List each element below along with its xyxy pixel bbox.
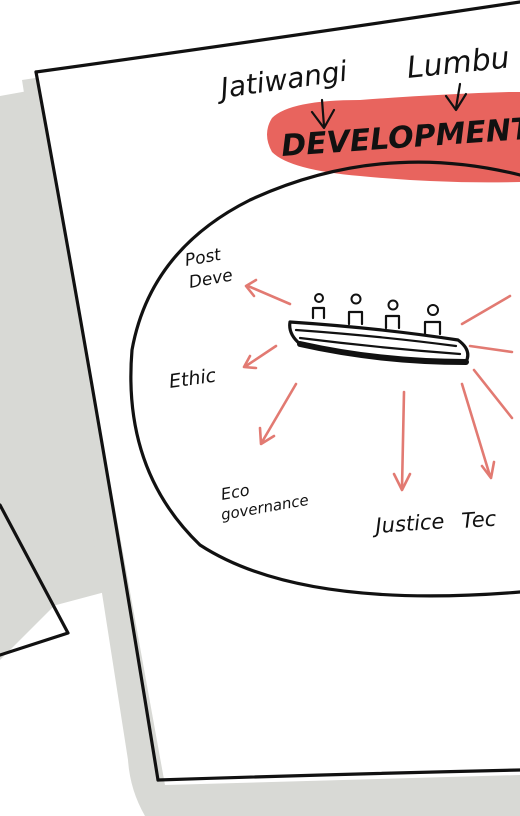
tech-label: Tec xyxy=(461,507,498,533)
justice-label: Justice xyxy=(371,509,445,538)
